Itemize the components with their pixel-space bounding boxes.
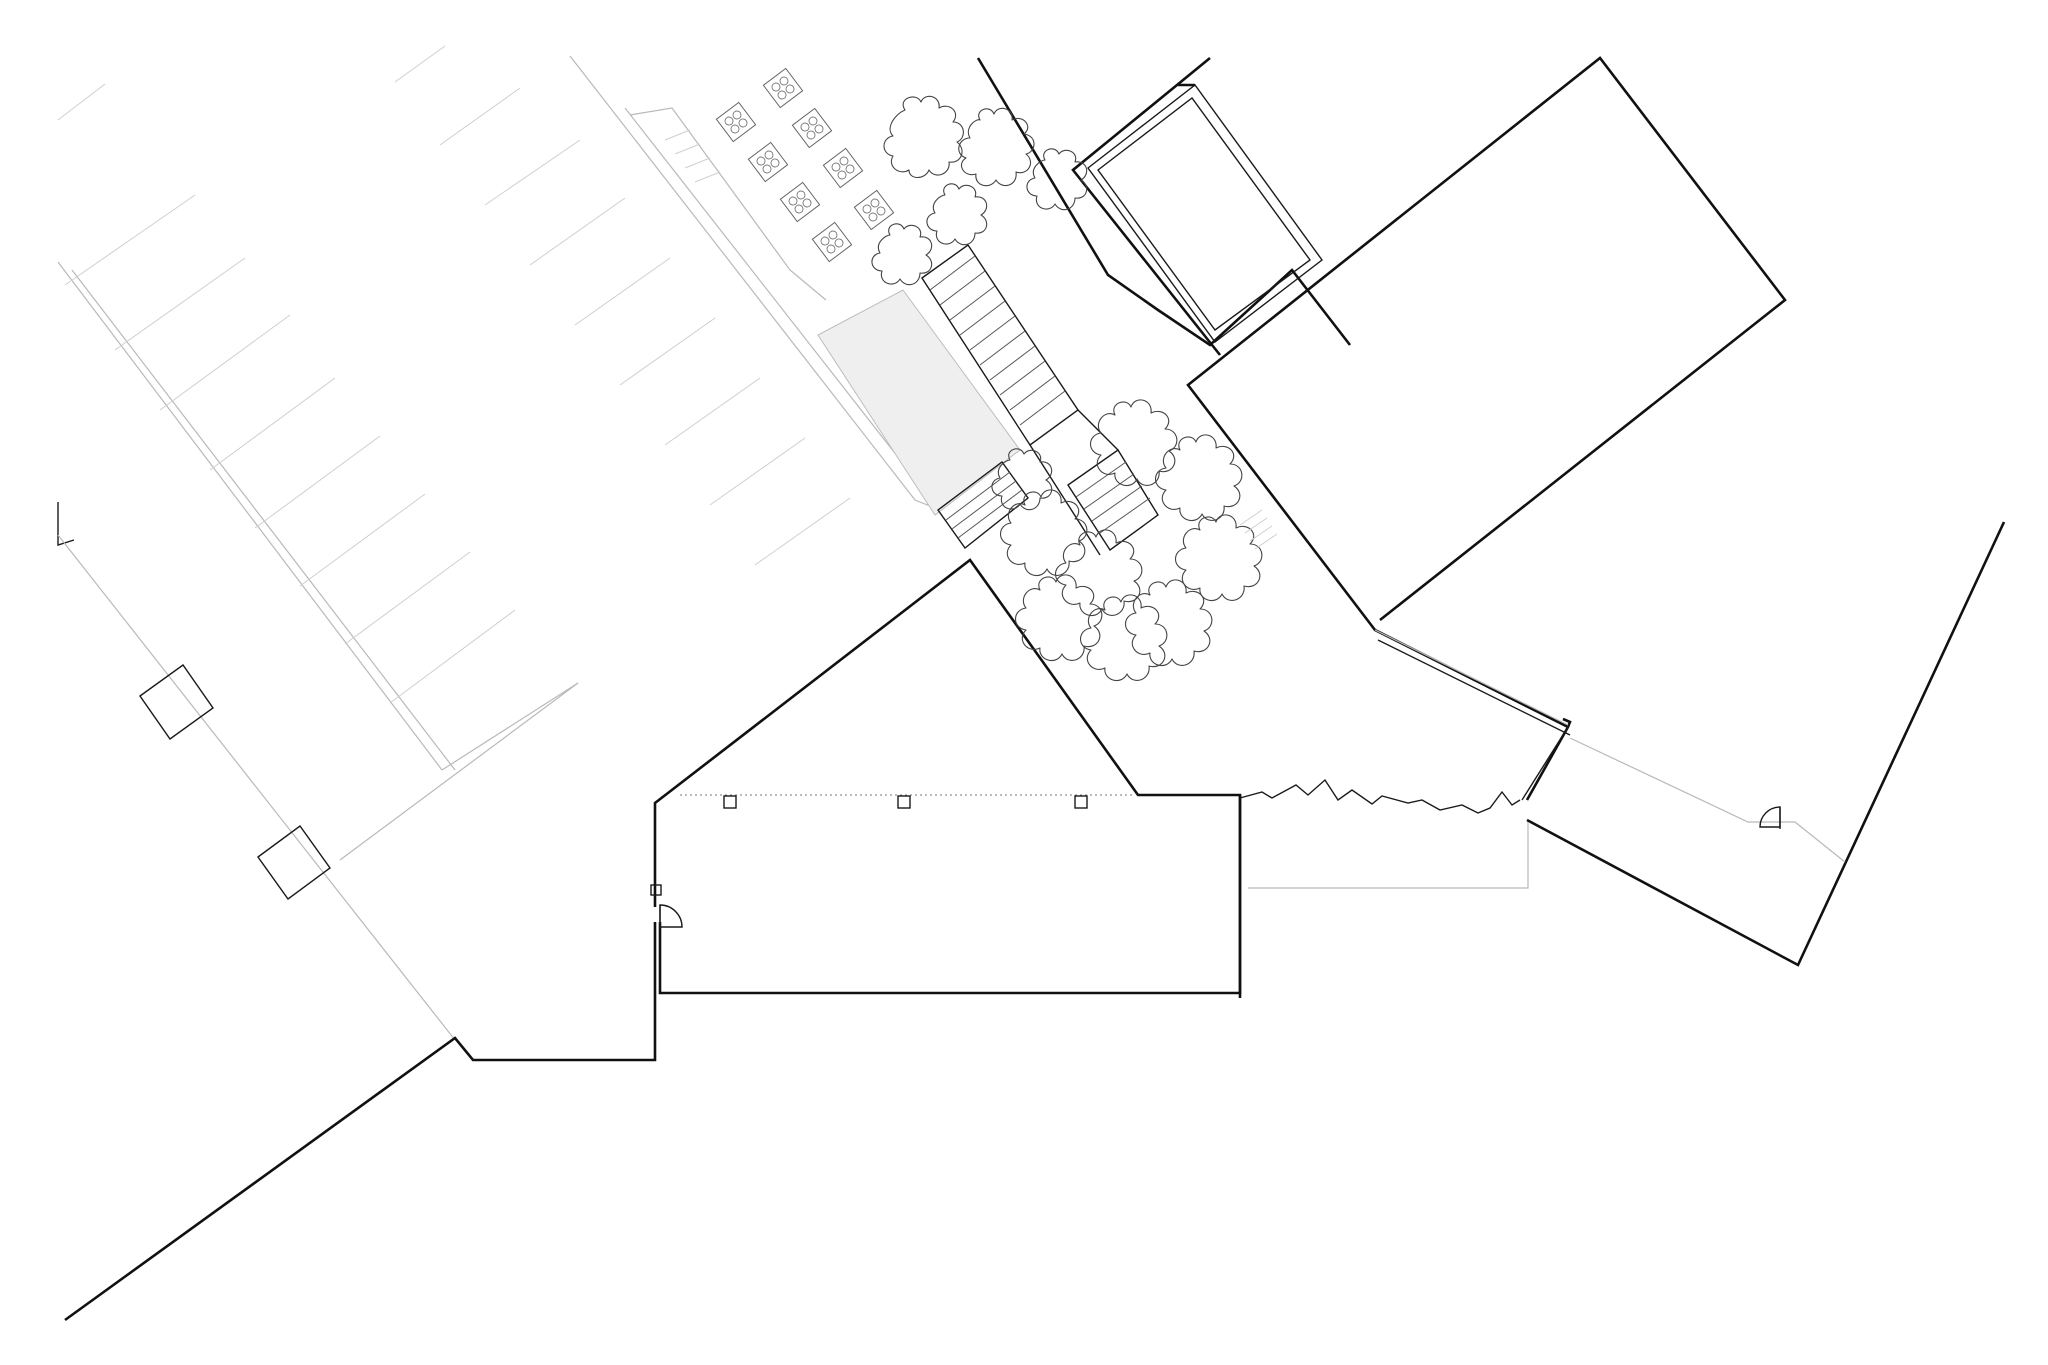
ramp-steps xyxy=(664,129,721,183)
tree-canopy xyxy=(999,489,1088,577)
right-annex xyxy=(1374,629,1846,863)
tree-canopy xyxy=(1089,399,1178,487)
broken-edge xyxy=(1239,778,1529,889)
tree-canopy xyxy=(1079,594,1168,682)
tree-canopy xyxy=(926,183,988,246)
tree-canopy xyxy=(1174,514,1263,602)
planter xyxy=(822,147,864,189)
planter xyxy=(762,67,804,109)
pier-square xyxy=(257,825,331,900)
planter xyxy=(779,181,821,223)
pier-square xyxy=(139,664,214,740)
planter xyxy=(791,107,833,149)
main-building-outline xyxy=(64,56,2006,1322)
column xyxy=(1074,795,1088,809)
tree-canopy xyxy=(991,448,1053,511)
tree-canopy xyxy=(1026,148,1088,211)
door-swing xyxy=(659,904,683,928)
planter xyxy=(853,189,895,231)
left-building xyxy=(57,502,456,1041)
tree-canopy xyxy=(1054,529,1143,617)
upper-right-building xyxy=(1071,56,1323,356)
column xyxy=(723,795,737,809)
planters xyxy=(715,67,895,263)
tree-canopy xyxy=(958,107,1035,187)
tree-canopy xyxy=(1124,579,1213,667)
garden-edge xyxy=(1239,509,1278,550)
trees xyxy=(871,95,1263,682)
parking-stripes xyxy=(57,45,851,704)
column xyxy=(897,795,911,809)
tree-canopy xyxy=(871,223,933,286)
tree-canopy xyxy=(883,95,964,179)
planter xyxy=(747,141,789,183)
tree-canopy xyxy=(1014,574,1103,662)
door-swing xyxy=(1759,806,1781,828)
parking-lot xyxy=(57,45,941,861)
plaza-stipple xyxy=(817,289,1021,516)
planter xyxy=(811,221,853,263)
tree-canopy xyxy=(1154,434,1243,522)
planter xyxy=(715,101,757,143)
main-hall xyxy=(650,794,1132,928)
stair-corridor xyxy=(921,244,1159,556)
